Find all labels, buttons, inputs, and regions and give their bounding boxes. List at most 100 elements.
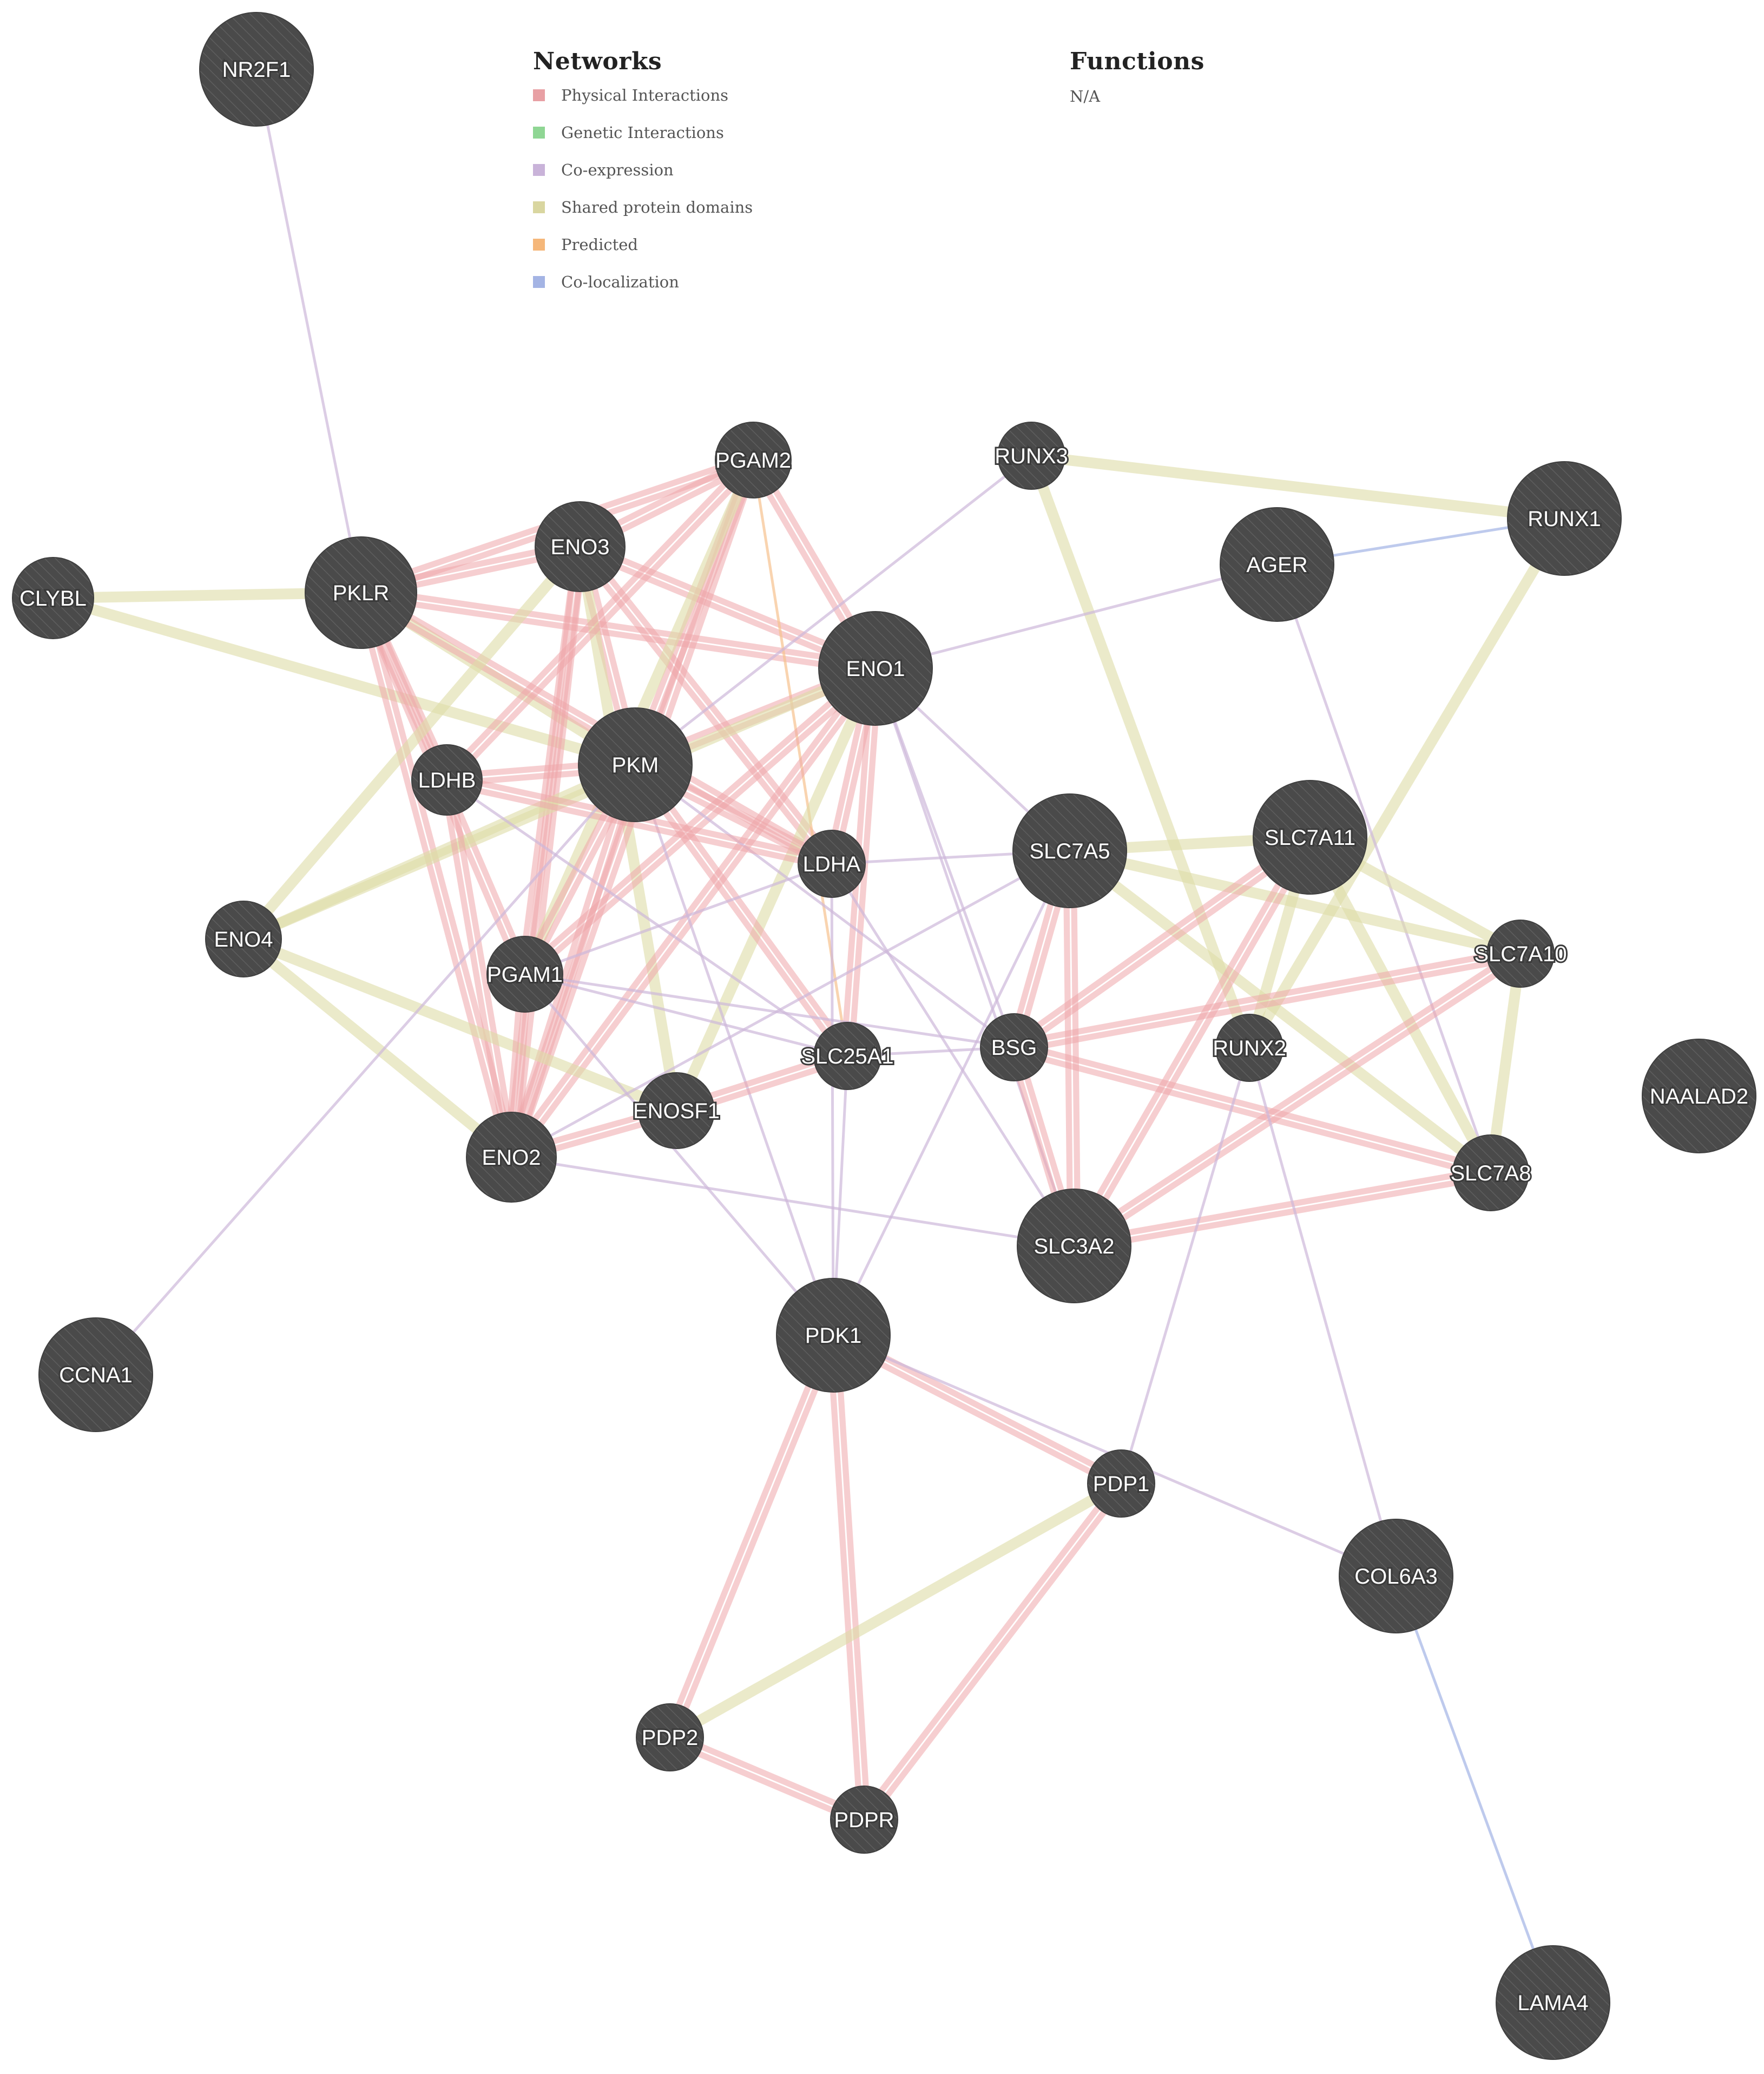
legend-item-coexpression[interactable]: Co-expression xyxy=(533,161,753,198)
node-circle[interactable] xyxy=(38,1317,153,1432)
edge-physical-pklr-eno1[interactable] xyxy=(357,593,878,675)
edge-coexpression-ager-slc7a8[interactable] xyxy=(1275,563,1492,1174)
edge-coexpression-runx3-pkm[interactable] xyxy=(634,454,1033,766)
edge-coexpression-eno2-slc7a5[interactable] xyxy=(510,849,1071,1159)
node-circle[interactable] xyxy=(12,557,94,639)
node-circle[interactable] xyxy=(997,422,1065,490)
edge-coexpression-nr2f1-pklr[interactable] xyxy=(255,68,363,594)
node-circle[interactable] xyxy=(199,12,314,127)
node-circle[interactable] xyxy=(1496,1945,1610,2060)
node-circle[interactable] xyxy=(578,707,693,822)
node-runx2[interactable]: RUNX2 xyxy=(1211,1014,1288,1082)
node-circle[interactable] xyxy=(818,611,933,726)
legend-item-physical[interactable]: Physical Interactions xyxy=(533,86,753,123)
edge-physical-pdp2-pdpr[interactable] xyxy=(668,1730,869,1820)
node-circle[interactable] xyxy=(1486,920,1555,988)
edge-physical-pdp2-pdpr[interactable] xyxy=(665,1737,866,1827)
node-circle[interactable] xyxy=(535,501,626,592)
edge-physical-slc7a11-slc3a2[interactable] xyxy=(1068,832,1310,1248)
edge-physical-slc7a11-bsg[interactable] xyxy=(1013,837,1315,1054)
edge-coexpression-pkm-pdk1[interactable] xyxy=(634,763,835,1337)
edge-coexpression-ccna1-pkm[interactable] xyxy=(94,763,637,1376)
edge-physical-slc7a8-slc3a2[interactable] xyxy=(1070,1166,1493,1245)
node-circle[interactable] xyxy=(305,536,417,649)
edge-physical-slc7a8-bsg[interactable] xyxy=(1012,1040,1495,1172)
node-pdp1[interactable]: PDP1 xyxy=(1087,1449,1155,1518)
legend-item-colocalization[interactable]: Co-localization xyxy=(533,273,753,310)
edge-physical-slc7a10-bsg[interactable] xyxy=(1011,954,1524,1054)
node-circle[interactable] xyxy=(1452,1134,1529,1211)
node-circle[interactable] xyxy=(1012,793,1127,908)
legend-item-genetic[interactable]: Genetic Interactions xyxy=(533,123,753,161)
node-slc25a1[interactable]: SLC25A1 xyxy=(799,1022,896,1090)
edge-shared-eno4-enosf1[interactable] xyxy=(238,934,682,1116)
edge-physical-pdk1-pdpr[interactable] xyxy=(826,1332,864,1823)
node-ldha[interactable]: LDHA xyxy=(798,830,866,898)
edge-physical-ldhb-eno2[interactable] xyxy=(447,776,518,1160)
edge-shared-pkm-eno4[interactable] xyxy=(238,759,641,944)
legend-item-shared-domains[interactable]: Shared protein domains xyxy=(533,198,753,235)
node-eno2[interactable]: ENO2 xyxy=(466,1112,557,1203)
node-circle[interactable] xyxy=(980,1013,1048,1081)
edge-physical-pklr-eno2[interactable] xyxy=(354,590,511,1161)
node-pgam2[interactable]: PGAM2 xyxy=(714,422,793,498)
edge-coexpression-ldha-pdk1[interactable] xyxy=(830,862,835,1337)
edge-shared-runx3-runx2[interactable] xyxy=(1026,450,1255,1053)
edge-coexpression-slc7a5-pdk1[interactable] xyxy=(832,849,1071,1337)
edge-coexpression-ldha-pgam1[interactable] xyxy=(523,862,833,976)
edge-coexpression-pkm-bsg[interactable] xyxy=(634,763,1016,1049)
edge-physical-slc7a5-slc3a2[interactable] xyxy=(1063,848,1074,1249)
node-eno1[interactable]: ENO1 xyxy=(818,611,933,726)
node-slc7a10[interactable]: SLC7A10 xyxy=(1472,920,1569,988)
edge-physical-pdk1-pdp2[interactable] xyxy=(663,1330,833,1739)
node-circle[interactable] xyxy=(1087,1449,1155,1518)
node-circle[interactable] xyxy=(1642,1039,1756,1153)
node-ccna1[interactable]: CCNA1 xyxy=(38,1317,153,1432)
node-circle[interactable] xyxy=(715,422,792,498)
edge-shared-eno4-eno2[interactable] xyxy=(238,934,517,1163)
node-circle[interactable] xyxy=(636,1703,704,1771)
node-lama4[interactable]: LAMA4 xyxy=(1496,1945,1610,2060)
node-slc7a11[interactable]: SLC7A11 xyxy=(1253,780,1367,895)
node-nr2f1[interactable]: NR2F1 xyxy=(199,12,314,127)
node-circle[interactable] xyxy=(1017,1189,1131,1303)
edge-physical-slc7a10-bsg[interactable] xyxy=(1010,947,1523,1047)
edge-physical-ldhb-eno2[interactable] xyxy=(440,777,511,1161)
node-circle[interactable] xyxy=(1339,1519,1453,1633)
edge-coexpression-pgam1-bsg[interactable] xyxy=(523,973,1016,1049)
node-naalad2[interactable]: NAALAD2 xyxy=(1642,1039,1756,1153)
node-slc7a8[interactable]: SLC7A8 xyxy=(1449,1134,1532,1211)
node-eno4[interactable]: ENO4 xyxy=(205,901,282,977)
node-pdp2[interactable]: PDP2 xyxy=(636,1703,704,1771)
edge-physical-pdp1-pdpr[interactable] xyxy=(858,1478,1122,1821)
edge-coexpression-runx2-pdp1[interactable] xyxy=(1120,1046,1251,1485)
node-circle[interactable] xyxy=(638,1072,715,1149)
node-runx3[interactable]: RUNX3 xyxy=(993,422,1070,490)
edge-shared-runx1-runx2[interactable] xyxy=(1244,513,1570,1053)
node-bsg[interactable]: BSG xyxy=(980,1013,1048,1081)
node-pdk1[interactable]: PDK1 xyxy=(776,1278,891,1393)
edge-physical-pgam2-ldhb[interactable] xyxy=(441,454,754,780)
edge-physical-pdk1-pdp2[interactable] xyxy=(670,1334,840,1742)
node-circle[interactable] xyxy=(798,830,866,898)
edge-physical-slc7a11-slc3a2[interactable] xyxy=(1074,836,1317,1251)
edge-physical-pdk1-pdpr[interactable] xyxy=(834,1331,871,1823)
node-pklr[interactable]: PKLR xyxy=(305,536,417,649)
edge-coexpression-pgam1-pdk1[interactable] xyxy=(523,973,835,1337)
node-slc3a2[interactable]: SLC3A2 xyxy=(1017,1189,1131,1303)
edge-physical-ldhb-ldha[interactable] xyxy=(443,780,834,871)
node-runx1[interactable]: RUNX1 xyxy=(1507,461,1622,576)
node-circle[interactable] xyxy=(1507,461,1622,576)
node-circle[interactable] xyxy=(813,1022,881,1090)
edge-physical-pkm-slc25a1[interactable] xyxy=(635,759,854,1057)
edge-shared-clybl-pkm[interactable] xyxy=(48,593,641,770)
edge-physical-pkm-eno2[interactable] xyxy=(504,760,635,1159)
node-circle[interactable] xyxy=(205,901,282,977)
edge-physical-slc7a10-slc3a2[interactable] xyxy=(1073,954,1526,1252)
node-circle[interactable] xyxy=(466,1112,557,1203)
edge-coexpression-runx2-col6a3[interactable] xyxy=(1248,1046,1398,1578)
node-pkm[interactable]: PKM xyxy=(578,707,693,822)
edge-physical-slc7a5-slc3a2[interactable] xyxy=(1070,848,1081,1249)
edge-physical-eno1-eno2[interactable] xyxy=(511,667,882,1163)
